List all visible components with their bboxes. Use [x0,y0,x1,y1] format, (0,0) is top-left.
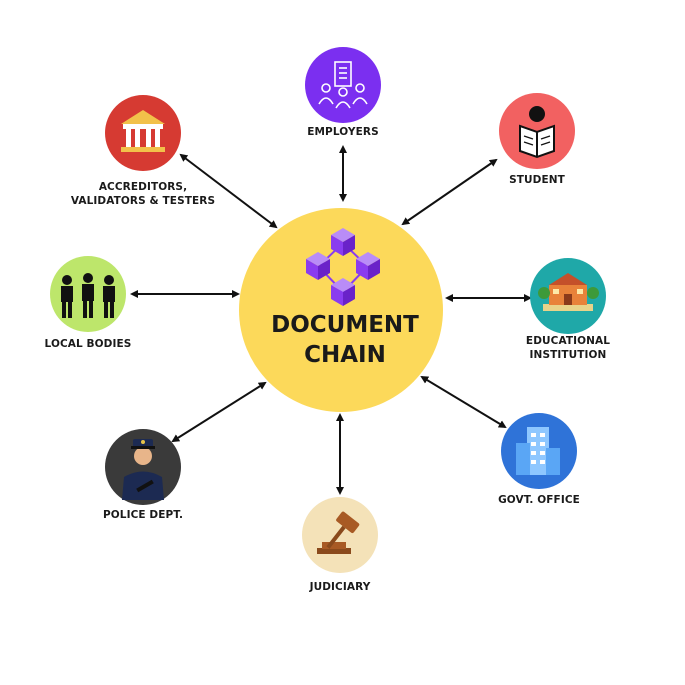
arrow-govt [420,375,507,429]
arrow-student [401,158,498,226]
label-accreditors: ACCREDITORS, VALIDATORS & TESTERS [70,181,216,207]
label-govt: GOVT. OFFICE [498,494,580,506]
node-accreditors [105,95,181,171]
label-police: POLICE DEPT. [102,509,184,521]
office-tower-icon [516,427,560,475]
arrow-police [171,381,267,443]
center-title-line1: DOCUMENT [271,312,419,338]
label-local: LOCAL BODIES [44,338,132,350]
label-judiciary: JUDICIARY [309,581,371,593]
blockchain-cubes-icon [306,228,380,306]
school-building-icon [538,273,599,311]
node-employers [305,47,381,123]
document-chain-circle [239,208,443,412]
connectors [130,145,532,495]
node-local [50,256,126,332]
label-employers: EMPLOYERS [307,126,379,138]
people-building-icon [318,61,368,109]
label-student: STUDENT [509,174,565,186]
node-student [499,93,575,169]
gavel-icon [317,511,360,554]
center-title: DOCUMENT CHAIN [240,310,450,370]
node-police [105,429,181,505]
group-people-icon [61,273,115,318]
arrow-accreditors [179,153,278,229]
node-educational [530,258,606,334]
label-educational: EDUCATIONAL INSTITUTION [525,335,611,361]
reading-student-icon [519,106,555,159]
center-title-line2: CHAIN [304,342,386,368]
node-judiciary [302,497,378,573]
institution-building-icon [121,110,165,152]
police-officer-icon [122,439,164,500]
node-govt [501,413,577,489]
